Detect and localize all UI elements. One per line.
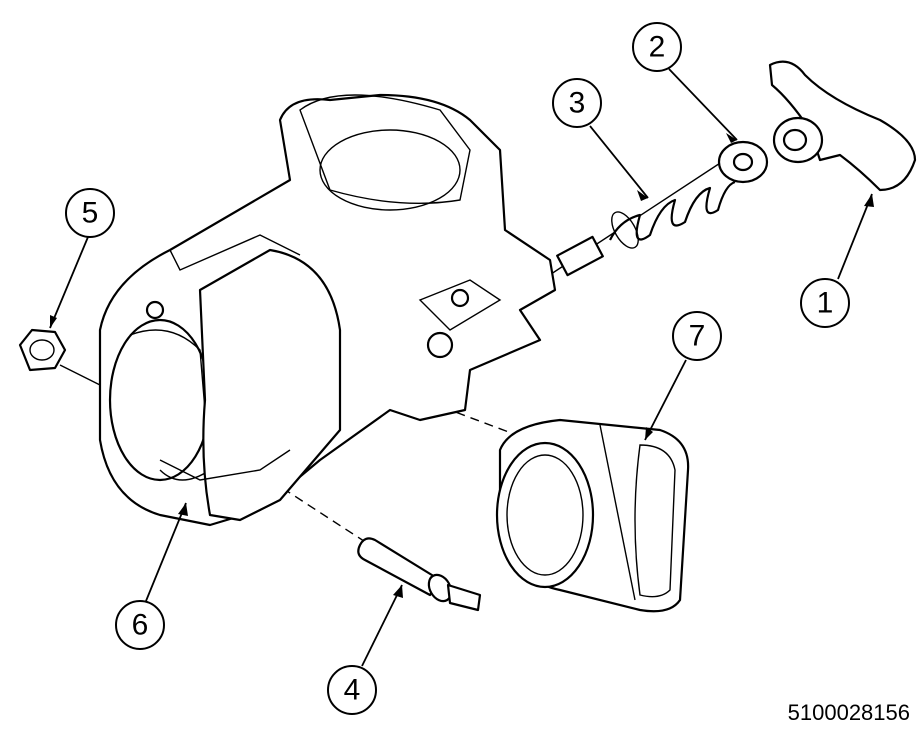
arrowhead-3 [637, 190, 648, 201]
pin-part [357, 537, 482, 612]
knob-part [768, 60, 917, 192]
arrowhead-1 [864, 194, 874, 207]
leader-line-3 [589, 125, 649, 199]
callout-1: 1 [800, 278, 850, 328]
callout-label: 4 [344, 674, 361, 707]
callout-2: 2 [632, 22, 682, 72]
callout-label: 6 [132, 609, 149, 642]
nut-part [18, 328, 67, 372]
leader-line-2 [668, 68, 738, 141]
callout-label: 1 [817, 287, 834, 320]
sleeve-part [495, 418, 690, 613]
callout-label: 3 [569, 87, 586, 120]
arrowhead-6 [178, 503, 188, 516]
callout-label: 5 [82, 197, 99, 230]
arrowhead-2 [726, 133, 737, 143]
arrowhead-4 [393, 585, 403, 598]
assembly-line-nut [59, 364, 101, 386]
spring-part [556, 180, 736, 277]
leader-line-6 [145, 502, 187, 602]
drawing-part-number: 5100028156 [787, 700, 910, 725]
leader-line-7 [644, 359, 687, 441]
arrowhead-7 [645, 427, 653, 440]
callout-4: 4 [327, 665, 377, 715]
callout-label: 7 [689, 320, 706, 353]
callout-7: 7 [672, 311, 722, 361]
callout-3: 3 [552, 78, 602, 128]
leader-line-5 [49, 236, 89, 329]
washer-part [717, 140, 769, 184]
callout-6: 6 [115, 600, 165, 650]
housing-part [98, 93, 557, 527]
arrowhead-5 [50, 315, 57, 328]
leader-line-1 [837, 193, 873, 280]
callout-5: 5 [65, 188, 115, 238]
callout-label: 2 [649, 31, 666, 64]
leader-line-4 [361, 584, 403, 667]
